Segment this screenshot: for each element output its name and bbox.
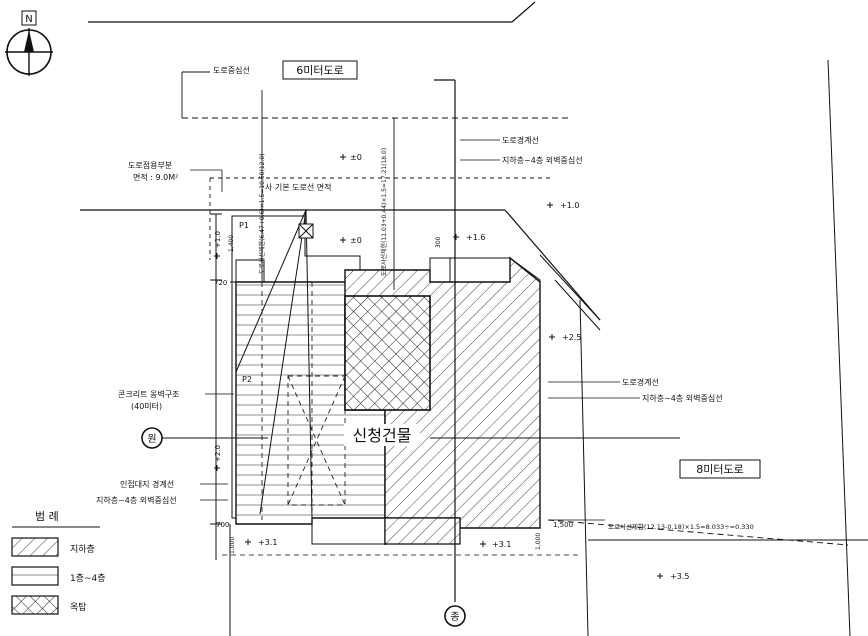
road-8m-label: 8미터도로 xyxy=(696,463,743,476)
dim-1500: 1,500 xyxy=(553,521,573,529)
level-top-right: +1.0 xyxy=(560,201,579,210)
legend-item-floors: 1층~4층 xyxy=(70,573,106,584)
dim-700: 700 xyxy=(216,521,229,529)
north-arrow: N xyxy=(5,10,53,76)
basement-outer-left-label: 지하층~4층 외벽중심선 xyxy=(96,495,177,505)
road-6m-label: 6미터도로 xyxy=(296,64,343,77)
level-left-lower: +2.0 xyxy=(214,445,222,462)
sight-calc-left-label: 도로사선제한(6.47+0.6)×1.5=10.60(12.0) xyxy=(258,153,266,274)
level-crosses xyxy=(214,154,663,579)
dim-1000a: 1,000 xyxy=(229,537,236,554)
rooftop-area xyxy=(344,295,431,411)
level-left-upper: +1.0 xyxy=(214,231,222,248)
legend-swatch-rooftop xyxy=(11,595,59,615)
dim-300: 300 xyxy=(435,236,442,248)
legend-title: 범 례 xyxy=(35,510,59,523)
legend-item-rooftop: 옥탑 xyxy=(70,601,87,613)
level-bottom-right: +3.5 xyxy=(670,572,689,581)
south-marker-label: 종 xyxy=(450,611,459,623)
west-marker-label: 원 xyxy=(147,433,156,445)
dedicated-area-label-1: 도로점용부분 xyxy=(128,160,172,170)
site-boundary-label: 인접대지 경계선 xyxy=(120,479,174,489)
south-axis-marker: 종 xyxy=(444,605,466,627)
basement-strip-bottom xyxy=(384,517,461,545)
west-axis-marker: 원 xyxy=(141,427,163,449)
road-lines xyxy=(80,1,868,636)
retaining-wall-label-2: (40미터) xyxy=(131,402,162,411)
basement-outer-right-label: 지하층~4층 외벽중심선 xyxy=(642,393,723,403)
level-mid-center: ±0 xyxy=(350,236,362,245)
interior-dashed-lines xyxy=(261,282,346,520)
level-marks: ±0 +1.0 ±0 +1.6 +1.0 +2.5 +2.0 +3.1 +3.1… xyxy=(214,153,689,581)
new-building-label: 신청건물 xyxy=(353,426,412,445)
road-boundary-right-label: 도로경계선 xyxy=(622,377,659,387)
sight-calc-bottom-label: 도로사선제한(12.13-0.18)×1.5=8.033÷=0.330 xyxy=(608,522,754,531)
level-bottom-left: +3.1 xyxy=(258,538,277,547)
road-6m: 6미터도로 xyxy=(282,60,358,80)
dim-720: 720 xyxy=(214,279,227,287)
legend-swatch-floors xyxy=(11,566,59,586)
dim-1400: 1,400 xyxy=(228,235,235,252)
level-bottom-center: +3.1 xyxy=(492,540,511,549)
legend-item-basement: 지하층 xyxy=(70,544,95,555)
dim-1000b: 1,000 xyxy=(535,533,542,550)
p2-label: P2 xyxy=(242,375,252,384)
basement-outer-top-label: 지하층~4층 외벽중심선 xyxy=(502,155,583,165)
retaining-wall-label-1: 콘크리트 옹벽구조 xyxy=(118,389,179,399)
sight-lines xyxy=(235,209,313,519)
level-right-upper: +2.5 xyxy=(562,333,581,342)
road-centerline-label: 도로중심선 xyxy=(213,65,250,75)
sight-calc-center-label: 도로사선제한(11.03+0.44)×1.5=17.21(18.0) xyxy=(380,148,388,276)
road-boundary-top-label: 도로경계선 xyxy=(502,135,539,145)
level-mid-right: +1.6 xyxy=(466,233,485,242)
leader-lines xyxy=(190,139,640,521)
legend: 범 례 지하층 1층~4층 옥탑 xyxy=(11,510,106,615)
road-dedication-label: 사 기본 도로선 면적 xyxy=(265,182,332,192)
north-label: N xyxy=(25,14,32,25)
level-top-center: ±0 xyxy=(350,153,362,162)
road-8m: 8미터도로 xyxy=(679,459,761,479)
left-dimension-line xyxy=(210,213,238,560)
axis-lines xyxy=(160,79,680,602)
p1-label: P1 xyxy=(239,221,249,230)
p1-marker xyxy=(298,223,314,239)
legend-swatch-basement xyxy=(11,537,59,557)
dimension-texts: 1,400 720 300 700 1,000 1,000 1,500 xyxy=(214,235,573,554)
dedicated-area-label-2: 면적 : 9.0M² xyxy=(133,172,178,182)
